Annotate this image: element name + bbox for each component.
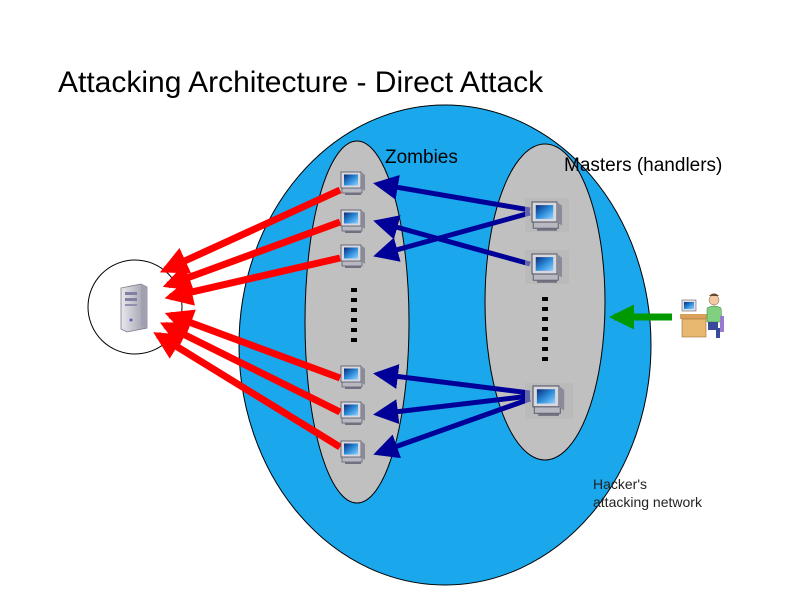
command-arrow (373, 210, 531, 262)
command-arrow (373, 364, 531, 396)
masters-label: Masters (handlers) (564, 155, 723, 176)
computer-icon (340, 365, 366, 390)
command-arrows (373, 175, 531, 459)
computer-icon (531, 201, 563, 232)
attack-arrows (153, 186, 342, 450)
computer-icon (531, 253, 563, 284)
network-caption: Hacker's attacking network (593, 475, 702, 511)
person-at-computer-icon (680, 293, 724, 338)
attack-arrow (159, 321, 342, 416)
attack-arrow (162, 218, 342, 291)
server-tower-icon (120, 283, 148, 333)
computer-icon (340, 209, 366, 234)
attack-arrow (164, 309, 342, 382)
computer-icon (532, 385, 565, 417)
computer-icon (340, 440, 366, 465)
master-computers (525, 198, 573, 419)
command-arrow (373, 175, 531, 213)
slide-title: Attacking Architecture - Direct Attack (58, 66, 544, 99)
zombies-label: Zombies (385, 147, 458, 168)
attack-arrow (153, 332, 342, 450)
zombies-ellipsis (351, 288, 357, 342)
attack-arrow (159, 186, 342, 274)
computer-icon (340, 171, 366, 196)
computer-icon (340, 244, 366, 269)
command-arrow (373, 393, 531, 425)
attack-arrow (164, 254, 341, 306)
network-caption-line: attacking network (593, 494, 702, 510)
masters-ellipsis (542, 297, 548, 361)
command-arrow (373, 396, 531, 459)
computer-icon (340, 401, 366, 426)
masters-group (484, 143, 606, 461)
network-caption-line: Hacker's (593, 476, 648, 492)
command-arrow (373, 215, 531, 267)
